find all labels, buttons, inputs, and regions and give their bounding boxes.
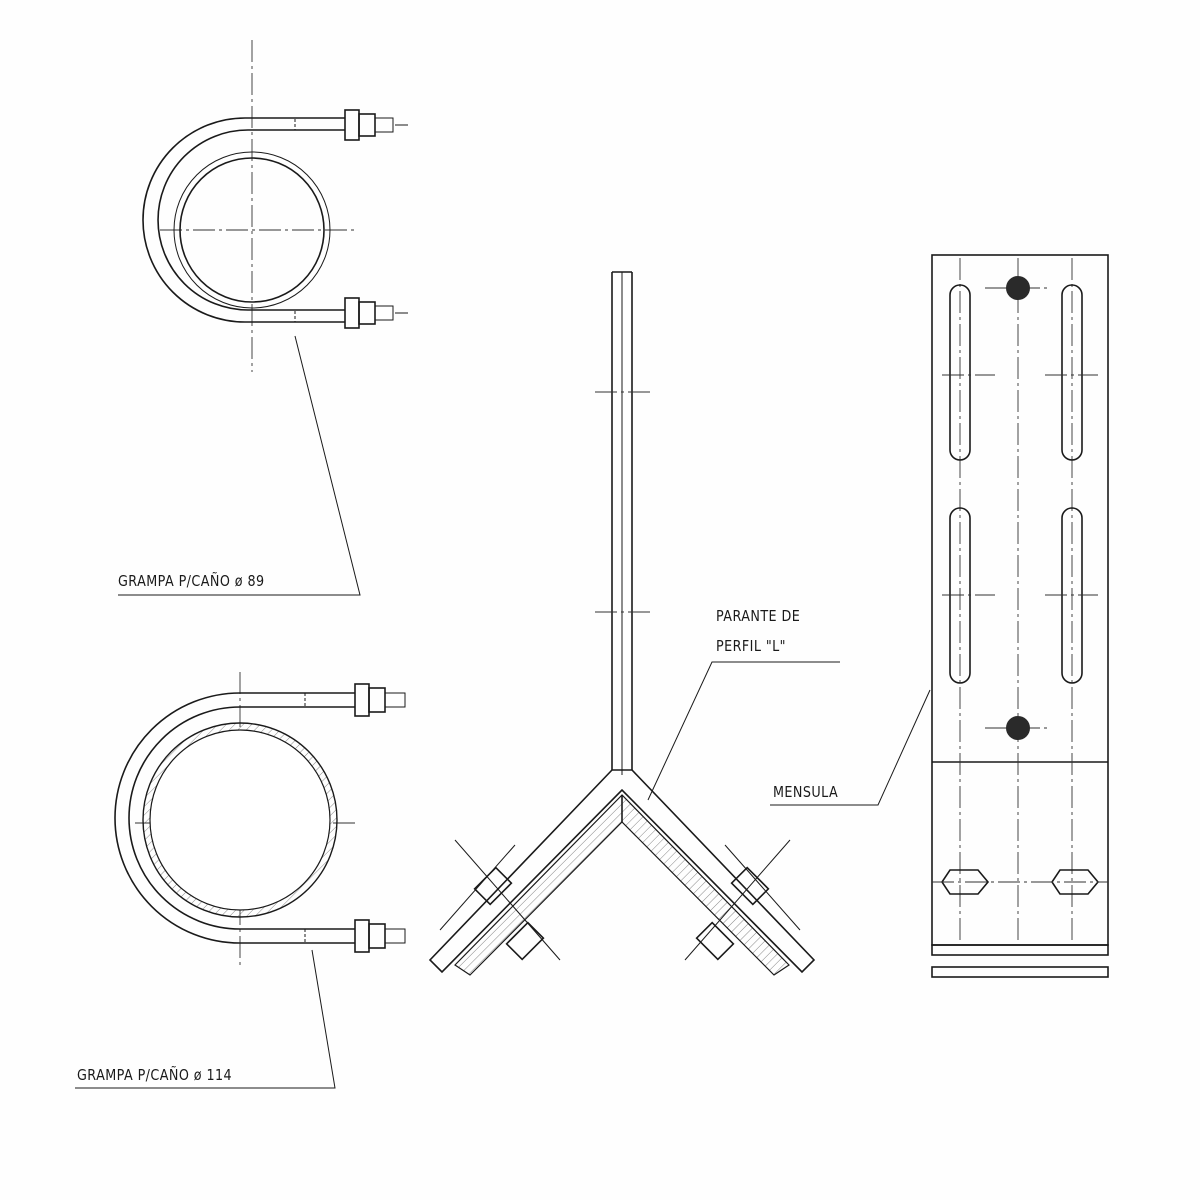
u-bolt-clamp-114 bbox=[75, 672, 406, 1089]
upright-label-line2: PERFIL "L" bbox=[716, 637, 786, 655]
bolt-hole-icon bbox=[1006, 716, 1030, 740]
bolt-hole-icon bbox=[1006, 276, 1030, 300]
upright-label-line1: PARANTE DE bbox=[716, 607, 801, 625]
mensula-bracket bbox=[770, 254, 1109, 978]
clamp-114-label: GRAMPA P/CAÑO ø 114 bbox=[77, 1066, 233, 1084]
nut-icon bbox=[354, 683, 406, 953]
clamp-89-label: GRAMPA P/CAÑO ø 89 bbox=[118, 572, 265, 590]
nut-icon bbox=[344, 109, 394, 329]
l-profile-upright bbox=[428, 271, 840, 976]
u-bolt-clamp-89 bbox=[118, 40, 408, 596]
mensula-label: MENSULA bbox=[773, 783, 839, 801]
